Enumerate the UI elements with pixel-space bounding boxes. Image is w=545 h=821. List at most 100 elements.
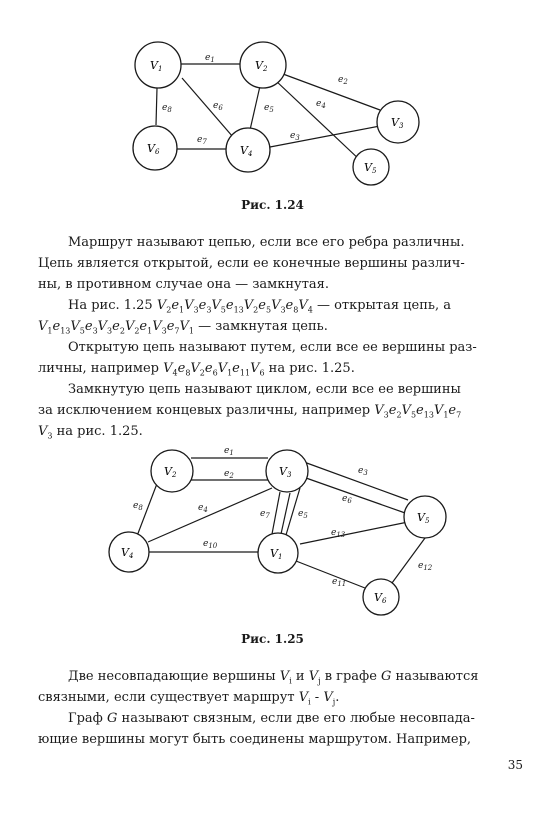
edge-label-sub: 13	[336, 531, 345, 539]
edge-label: e1	[224, 446, 234, 457]
vertex-symbol: V	[433, 403, 444, 418]
text: в графе	[320, 669, 382, 684]
vertex-symbol: V	[243, 298, 254, 313]
edge-label-sub: 3	[363, 469, 368, 477]
index-subscript: j	[332, 697, 336, 707]
vertex-v3: V3	[376, 100, 420, 144]
text: — открытая цепь, а	[312, 298, 451, 313]
edge-label: e7	[260, 509, 270, 520]
edge-e12	[391, 537, 426, 584]
edge-label-sub: 6	[347, 497, 352, 505]
edge-symbol: e	[204, 361, 213, 376]
edge-label: e11	[332, 577, 346, 588]
text: называются	[391, 669, 479, 684]
vertex-v1: V1	[134, 41, 182, 89]
vertex-symbol: V	[401, 403, 411, 418]
index-subscript: 7	[174, 326, 180, 336]
edge-symbol: e	[52, 319, 61, 334]
index-subscript: 5	[410, 410, 417, 420]
text-line: V3 на рис. 1.25.	[38, 421, 525, 442]
edge-label-sub: 2	[342, 78, 348, 86]
edge-symbol: e	[258, 298, 266, 313]
edge-e7b	[280, 492, 291, 535]
text: на рис. 1.25.	[264, 361, 355, 376]
math-chain: V2e1V3e3V5e13V2e5V3e8V4	[157, 298, 313, 315]
edge-label: e13	[331, 528, 346, 539]
text-line: На рис. 1.25 V2e1V3e3V5e13V2e5V3e8V4 — о…	[38, 295, 525, 316]
index-subscript: i	[289, 676, 292, 686]
vertex-symbol: V	[190, 361, 200, 376]
edge-label-sub: 12	[423, 564, 432, 572]
edge-label-sub: 6	[218, 104, 223, 112]
index-subscript: 13	[233, 305, 244, 315]
index-subscript: 1	[47, 326, 53, 336]
edge-label: e7	[197, 135, 207, 146]
text-line: Замкнутую цепь называют циклом, если все…	[68, 382, 461, 397]
index-subscript: 4	[307, 305, 313, 315]
vertex-symbol: V	[271, 298, 281, 313]
index-subscript: 5	[265, 305, 272, 315]
text-line: ны, в противном случае она — замкнутая.	[38, 277, 329, 292]
vertex-v5: V5	[403, 495, 447, 539]
text: .	[335, 690, 340, 705]
edge-symbol: e	[166, 319, 175, 334]
vertex-symbol: V	[179, 319, 189, 334]
edge-e6	[305, 477, 409, 515]
index-subscript: 3	[92, 326, 98, 336]
paragraph-cycle-definition: Замкнутую цепь называют циклом, если все…	[38, 379, 525, 442]
edge-symbol: e	[448, 403, 457, 418]
vertex-symbol: V	[211, 298, 221, 313]
index-subscript: 3	[193, 305, 199, 315]
paragraph-connected-graph: Граф G называют связным, если две его лю…	[38, 708, 525, 750]
index-subscript: 8	[185, 368, 191, 378]
vertex-symbol: V	[298, 690, 309, 705]
vertex-symbol: V	[298, 298, 308, 313]
math-chain: V4e8V2e6V1e11V6	[163, 361, 264, 378]
vertex-symbol: V	[374, 403, 384, 418]
edge-label: e3	[290, 131, 300, 142]
edge-label: e8	[162, 103, 172, 114]
edge-label-sub: 7	[265, 512, 270, 520]
text-line: Граф G называют связным, если две его лю…	[38, 708, 525, 729]
edge-symbol: e	[285, 298, 294, 313]
edge-label: e8	[133, 501, 143, 512]
index-subscript: 1	[227, 368, 233, 378]
paragraph-chain-definition: Маршрут называют цепью, если все его реб…	[38, 232, 525, 295]
index-subscript: 1	[443, 410, 449, 420]
text-line: Открытую цепь называют путем, если все е…	[68, 340, 477, 355]
edge-label: e10	[203, 539, 218, 550]
text-line: за исключением концевых различны, наприм…	[38, 400, 525, 421]
index-subscript: 3	[383, 410, 389, 420]
figure-1-25: e1 e2 e3 e4 e5 e6 e7 e8 e10 e11 e12 e13 …	[108, 446, 447, 616]
index-subscript: 3	[161, 326, 167, 336]
edge-label-sub: 4	[320, 102, 325, 110]
edge-symbol: e	[225, 298, 234, 313]
math-chain: V3	[38, 424, 52, 441]
vertex-symbol: V	[250, 361, 260, 376]
text-line: ющие вершины могут быть соединены маршру…	[38, 732, 472, 747]
vertex-symbol: V	[38, 319, 48, 334]
text: -	[310, 690, 324, 705]
vertex-symbol: V	[152, 319, 162, 334]
text: называют связным, если две его любые нес…	[117, 711, 475, 726]
text-line: V1e13V5e3V3e2V2e1V3e7V1 — замкнутая цепь…	[38, 316, 525, 337]
vertex-v4: V4	[225, 127, 271, 173]
edge-e6	[181, 77, 234, 138]
text: — замкнутая цепь.	[193, 319, 328, 334]
text-line: Две несовпадающие вершины Vi и Vj в граф…	[38, 666, 525, 687]
text-line: личны, например V4e8V2e6V1e11V6 на рис. …	[38, 358, 525, 379]
paragraph-chain-example: На рис. 1.25 V2e1V3e3V5e13V2e5V3e8V4 — о…	[38, 295, 525, 337]
graph-symbol: G	[381, 669, 392, 684]
edge-label: e2	[224, 469, 234, 480]
vertex-v1: V1	[257, 532, 299, 574]
edge-symbol: e	[177, 361, 186, 376]
paragraph-path-definition: Открытую цепь называют путем, если все е…	[38, 337, 525, 379]
math-chain: Vi	[298, 690, 311, 707]
index-subscript: i	[308, 697, 311, 707]
vertex-symbol: V	[323, 690, 333, 705]
paragraph-connected-vertices: Две несовпадающие вершины Vi и Vj в граф…	[38, 666, 525, 708]
index-subscript: 11	[239, 368, 251, 378]
vertex-symbol: V	[97, 319, 108, 334]
edge-symbol: e	[416, 403, 424, 418]
edge-e5	[249, 85, 261, 131]
